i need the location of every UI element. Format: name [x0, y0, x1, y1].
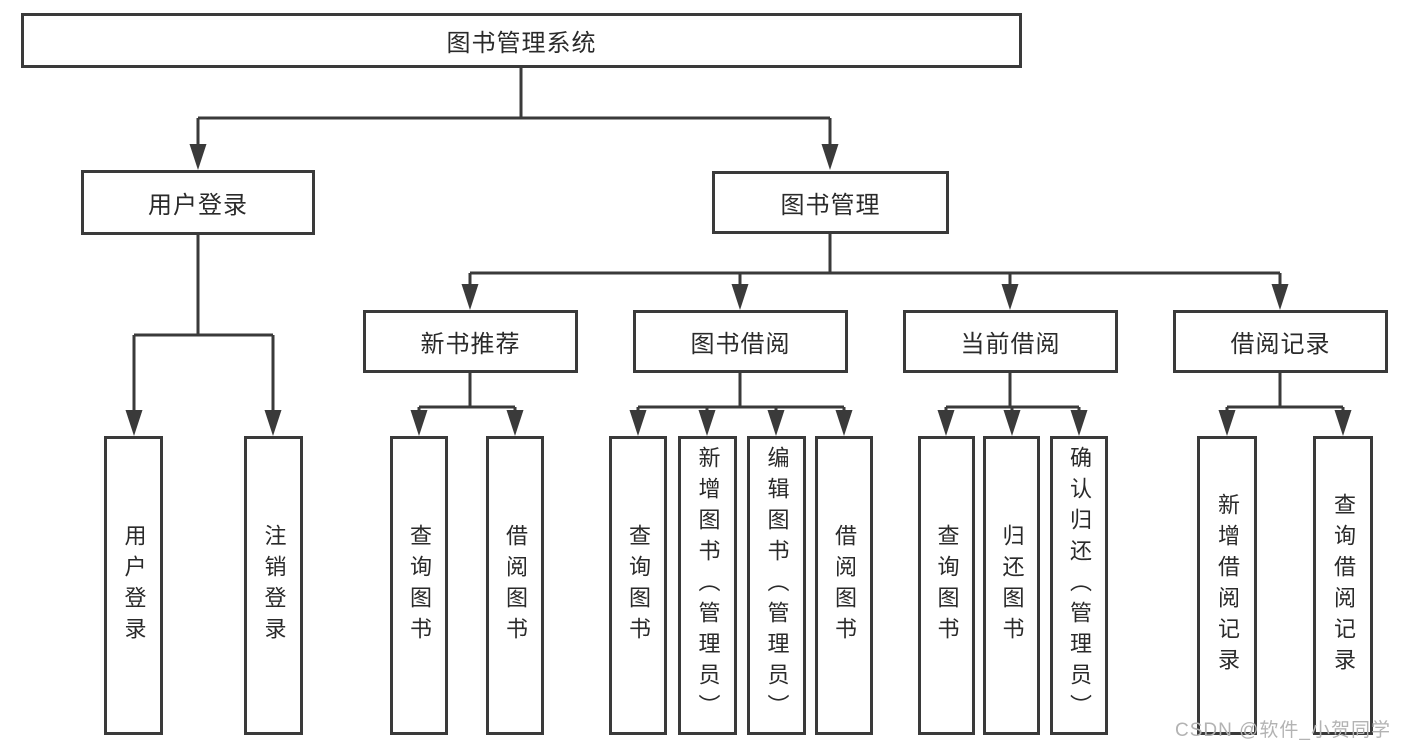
node-label: 新书推荐	[420, 331, 521, 358]
connector-book-management-to-level3	[461, 234, 1289, 310]
node-label: 新增图书（管理员）	[695, 446, 721, 725]
node-label: 归还图书	[999, 523, 1025, 648]
node-label: 查询图书	[934, 523, 960, 648]
node-book-management: 图书管理	[712, 171, 949, 234]
leaf-add-borrow-record: 新增借阅记录	[1197, 436, 1257, 735]
node-label: 当前借阅	[960, 331, 1061, 358]
node-label: 新增借阅记录	[1215, 492, 1240, 679]
node-label: 图书管理系统	[446, 30, 597, 57]
leaf-query-borrow-record: 查询借阅记录	[1313, 436, 1373, 735]
leaf-borrow-books-recommend: 借阅图书	[486, 436, 544, 735]
connector-new-book-recommend-to-leaves	[410, 373, 524, 436]
leaf-query-books-current: 查询图书	[918, 436, 975, 735]
leaf-confirm-return-admin: 确认归还（管理员）	[1050, 436, 1108, 735]
leaf-query-books-recommend: 查询图书	[390, 436, 448, 735]
node-label: 查询图书	[626, 523, 651, 648]
node-label: 借阅记录	[1230, 331, 1331, 358]
leaf-query-books-borrow: 查询图书	[609, 436, 667, 735]
leaf-edit-books-admin: 编辑图书（管理员）	[747, 436, 806, 735]
node-book-borrow: 图书借阅	[633, 310, 848, 373]
node-current-borrow: 当前借阅	[903, 310, 1118, 373]
node-borrow-records: 借阅记录	[1173, 310, 1388, 373]
node-label: 查询借阅记录	[1331, 492, 1356, 679]
node-new-book-recommend: 新书推荐	[363, 310, 578, 373]
leaf-logout: 注销登录	[244, 436, 303, 735]
node-label: 确认归还（管理员）	[1067, 446, 1092, 725]
node-label: 注销登录	[261, 523, 287, 648]
node-label: 借阅图书	[503, 523, 528, 648]
node-label: 用户登录	[121, 523, 147, 648]
node-label: 查询图书	[407, 523, 432, 648]
connector-user-login-to-leaves	[125, 235, 282, 436]
connector-root-to-level2	[189, 68, 839, 170]
leaf-borrow-books: 借阅图书	[815, 436, 873, 735]
node-root-library-system: 图书管理系统	[21, 13, 1022, 68]
connector-borrow-records-to-leaves	[1218, 373, 1352, 436]
connector-book-borrow-to-leaves	[629, 373, 853, 436]
node-label: 借阅图书	[832, 523, 857, 648]
csdn-watermark: CSDN @软件_小贺同学	[1175, 720, 1391, 741]
leaf-user-login: 用户登录	[104, 436, 163, 735]
node-label: 图书管理	[780, 192, 881, 219]
node-label: 编辑图书（管理员）	[764, 446, 790, 725]
node-user-login: 用户登录	[81, 170, 315, 235]
connector-current-borrow-to-leaves	[937, 373, 1088, 436]
leaf-return-books: 归还图书	[983, 436, 1040, 735]
node-label: 图书借阅	[690, 331, 791, 358]
leaf-add-books-admin: 新增图书（管理员）	[678, 436, 737, 735]
node-label: 用户登录	[148, 192, 248, 219]
